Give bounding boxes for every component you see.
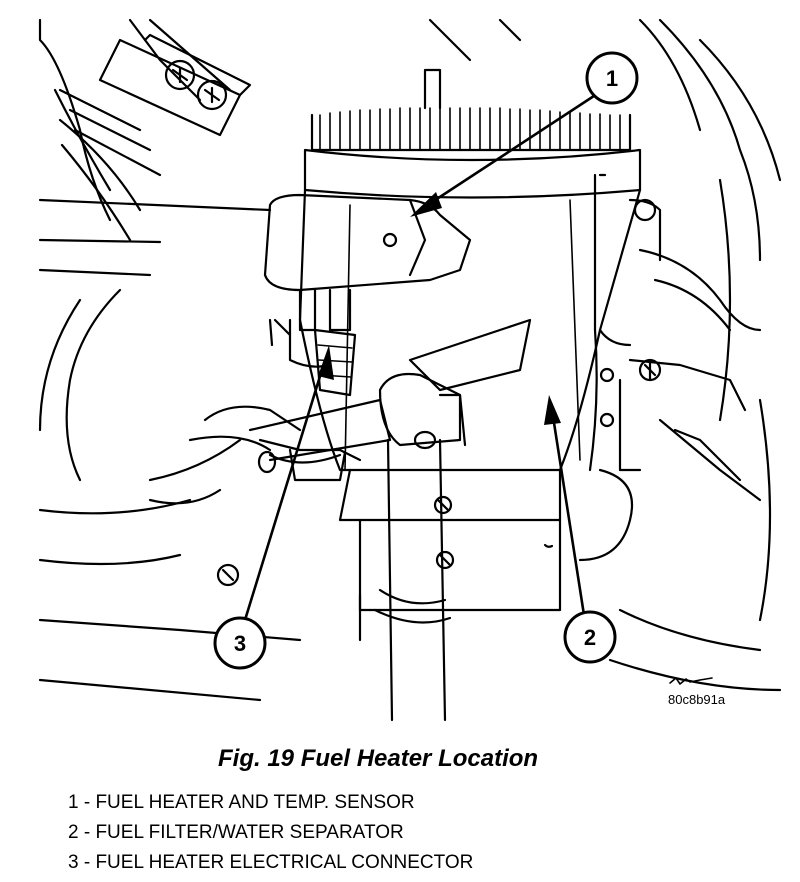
callout-1: 1 <box>585 51 639 105</box>
callout-3-number: 3 <box>234 631 246 656</box>
support-column <box>358 438 455 722</box>
fuel-heater-sensor <box>263 193 472 368</box>
fuel-heater-diagram: 1 2 3 <box>38 18 782 722</box>
arrowhead-3 <box>318 345 334 380</box>
callout-1-number: 1 <box>606 66 618 91</box>
legend-item: 2 - FUEL FILTER/WATER SEPARATOR <box>68 822 404 843</box>
callout-3: 3 <box>213 616 267 670</box>
leader-arrowheads <box>318 192 561 425</box>
leader-line-1 <box>418 90 602 212</box>
leader-lines <box>243 90 602 622</box>
callout-2: 2 <box>563 610 617 664</box>
artist-mark <box>669 677 713 685</box>
fuel-line-fittings <box>598 248 762 502</box>
callout-legend: 1 - FUEL HEATER AND TEMP. SENSOR 2 - FUE… <box>68 788 473 878</box>
figure-id: 80c8b91a <box>668 692 726 707</box>
callout-2-number: 2 <box>584 625 596 650</box>
fuel-filter-body <box>298 173 662 612</box>
figure-caption: Fig. 19 Fuel Heater Location <box>218 745 539 772</box>
legend-item: 1 - FUEL HEATER AND TEMP. SENSOR <box>68 792 415 813</box>
legend-item: 3 - FUEL HEATER ELECTRICAL CONNECTOR <box>68 852 474 873</box>
arrowhead-1 <box>410 192 442 217</box>
arrowhead-2 <box>544 395 561 425</box>
leader-line-2 <box>550 408 586 617</box>
filter-mounting-arm <box>248 318 532 462</box>
mounting-bracket <box>58 33 252 177</box>
leader-line-3 <box>243 358 327 622</box>
